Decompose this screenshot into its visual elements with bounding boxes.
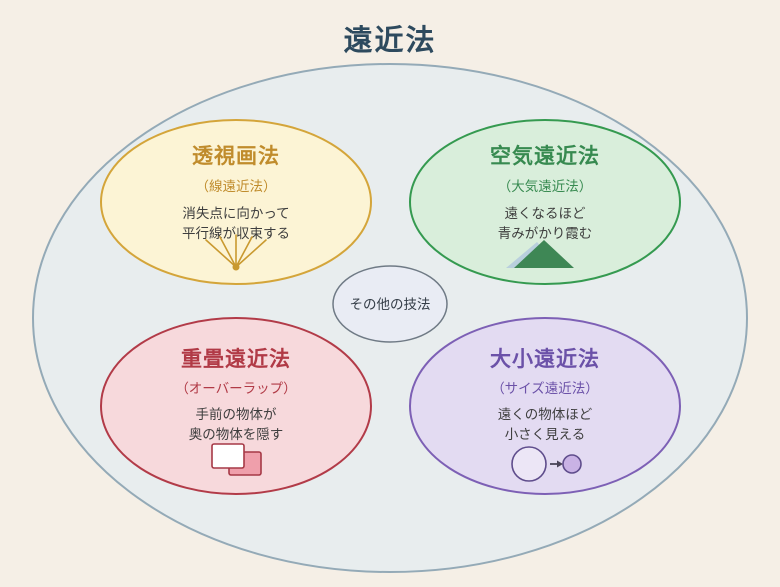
linear-perspective-title: 透視画法 xyxy=(192,144,280,168)
page-title: 遠近法 xyxy=(343,23,436,57)
size-perspective-subtitle: （サイズ遠近法） xyxy=(491,381,599,397)
mountain-icon xyxy=(506,240,574,268)
aerial-perspective-title: 空気遠近法 xyxy=(490,144,600,168)
node-aerial-perspective: 空気遠近法 （大気遠近法） 遠くなるほど 青みがかり霞む xyxy=(409,119,681,285)
size-perspective-ellipse xyxy=(409,317,681,495)
size-large-circle xyxy=(511,446,547,482)
size-small-circle xyxy=(562,454,582,474)
overlap-perspective-desc-line2: 奥の物体を隠す xyxy=(189,426,284,443)
aerial-perspective-subtitle: （大気遠近法） xyxy=(498,179,593,195)
overlap-rectangles-icon xyxy=(211,443,262,476)
other-techniques-ellipse xyxy=(332,265,448,343)
aerial-perspective-ellipse xyxy=(409,119,681,285)
aerial-perspective-desc-line2: 青みがかり霞む xyxy=(498,226,593,242)
overlap-perspective-desc-line1: 手前の物体が xyxy=(196,406,277,423)
size-perspective-desc-line2: 小さく見える xyxy=(505,427,586,443)
mountain-main-triangle xyxy=(514,240,574,268)
linear-perspective-desc-line2: 平行線が収束する xyxy=(182,226,290,242)
size-comparison-icon xyxy=(511,446,582,482)
node-overlap-perspective: 重畳遠近法 （オーバーラップ） 手前の物体が 奥の物体を隠す xyxy=(100,317,372,495)
aerial-perspective-desc-line1: 遠くなるほど xyxy=(505,206,586,222)
overlap-front-rectangle xyxy=(211,443,245,469)
linear-perspective-subtitle: （線遠近法） xyxy=(196,179,277,195)
other-techniques-label: その他の技法 xyxy=(350,297,431,313)
linear-perspective-desc-line1: 消失点に向かって xyxy=(182,206,289,222)
node-linear-perspective: 透視画法 （線遠近法） 消失点に向かって 平行線が収束する xyxy=(100,119,372,285)
size-perspective-title: 大小遠近法 xyxy=(490,347,600,371)
size-perspective-desc-line1: 遠くの物体ほど xyxy=(498,407,593,423)
overlap-perspective-ellipse xyxy=(100,317,372,495)
node-other-techniques: その他の技法 xyxy=(332,265,448,343)
linear-perspective-ellipse xyxy=(100,119,372,285)
overlap-perspective-subtitle: （オーバーラップ） xyxy=(175,381,296,397)
vanishing-point-icon xyxy=(205,234,267,271)
size-arrow-head xyxy=(557,460,563,468)
node-size-perspective: 大小遠近法 （サイズ遠近法） 遠くの物体ほど 小さく見える xyxy=(409,317,681,495)
vanishing-point-dot xyxy=(232,263,240,271)
overlap-perspective-title: 重畳遠近法 xyxy=(181,347,291,371)
vanishing-point-rays xyxy=(205,234,267,268)
